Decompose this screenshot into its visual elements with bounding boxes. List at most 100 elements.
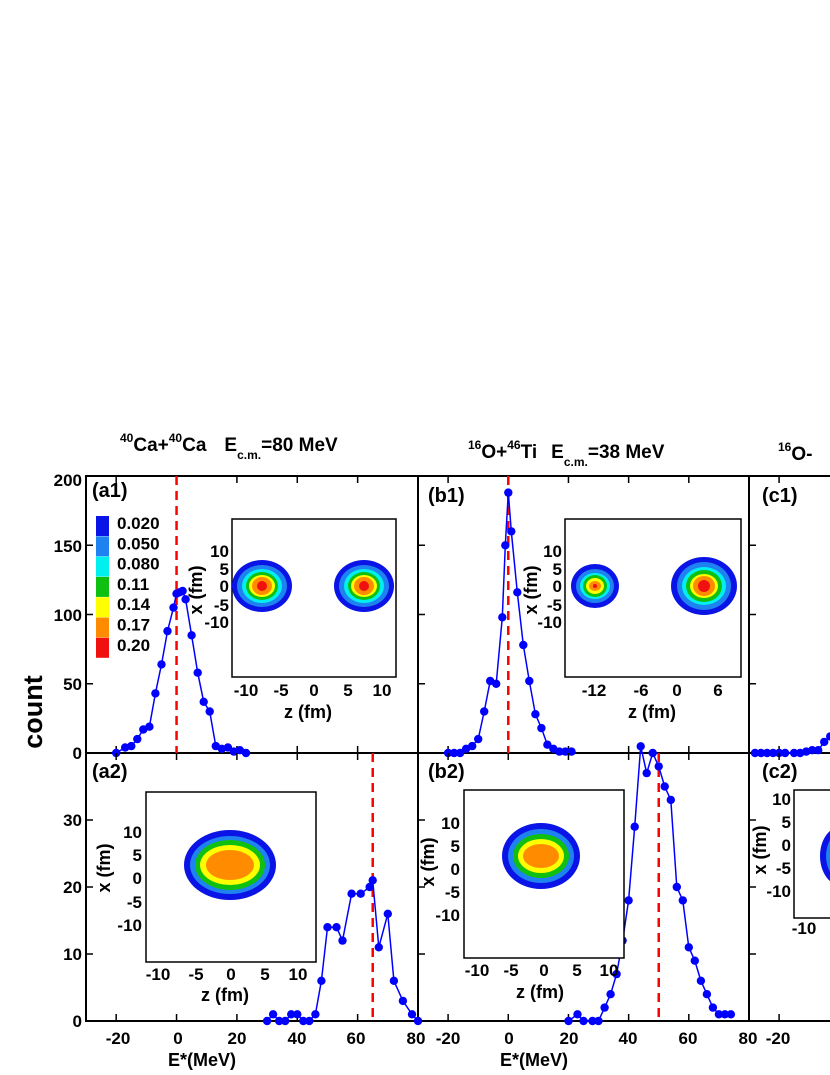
series-c2 bbox=[749, 753, 780, 1021]
data-point bbox=[780, 748, 790, 758]
data-point bbox=[193, 668, 202, 677]
data-point bbox=[241, 748, 251, 758]
colorbar-label: 0.20 bbox=[117, 636, 150, 655]
panel-label-c1: (c1) bbox=[762, 485, 798, 507]
data-point bbox=[163, 626, 172, 636]
data-point bbox=[696, 976, 706, 985]
data-point bbox=[169, 603, 178, 612]
data-point bbox=[630, 822, 639, 831]
colorbar-label: 0.080 bbox=[117, 555, 160, 574]
data-point bbox=[311, 1010, 320, 1019]
xtick-b-40: 40 bbox=[619, 1029, 638, 1048]
inset-a2: -10 -5 0 5 10 z (fm) 10 5 0 -5 -10 x (fm… bbox=[94, 791, 317, 1005]
data-point bbox=[714, 1010, 724, 1019]
data-point bbox=[720, 1010, 730, 1019]
inset-c2-ytick: 5 bbox=[782, 813, 791, 832]
data-point bbox=[356, 889, 365, 898]
data-point bbox=[678, 896, 687, 905]
x-axis-label-a: E*(MeV) bbox=[168, 1050, 236, 1070]
data-point bbox=[702, 990, 712, 999]
data-point bbox=[624, 896, 633, 905]
data-point bbox=[789, 748, 799, 758]
inset-a2-xtick: 10 bbox=[289, 965, 308, 984]
inset-c2-xtick: -10 bbox=[792, 919, 817, 938]
inset-a1-xtick: 0 bbox=[309, 681, 318, 700]
data-point bbox=[573, 1010, 582, 1019]
inset-b2-ytick: -5 bbox=[445, 883, 460, 902]
data-point bbox=[537, 723, 546, 733]
data-point bbox=[480, 707, 489, 716]
xtick-a-0: 0 bbox=[173, 1029, 182, 1048]
title-c: 16O- bbox=[778, 440, 812, 465]
inset-a2-ytick: 10 bbox=[123, 823, 142, 842]
xtick-b-0: 0 bbox=[504, 1029, 513, 1048]
series-a2 bbox=[86, 753, 423, 1026]
data-point bbox=[178, 586, 187, 596]
data-point bbox=[305, 1016, 314, 1026]
panel-label-b1: (b1) bbox=[428, 485, 465, 507]
series-a1 bbox=[86, 476, 359, 758]
panel-label-a1: (a1) bbox=[92, 480, 128, 502]
inset-a1-xtick: 5 bbox=[343, 681, 352, 700]
inset-a2-xtick: 5 bbox=[260, 965, 269, 984]
data-point bbox=[299, 1016, 308, 1026]
data-point bbox=[455, 748, 465, 758]
ytick-bottom-30: 30 bbox=[63, 811, 82, 830]
data-point bbox=[507, 527, 516, 536]
x-ticks-a: -20 0 20 40 60 80 bbox=[106, 1029, 426, 1048]
data-point bbox=[145, 722, 154, 731]
ytick-top-50: 50 bbox=[63, 675, 82, 694]
data-point bbox=[365, 882, 374, 892]
data-point bbox=[449, 748, 459, 758]
inset-b2: -10 -5 0 5 10 z (fm) 10 5 0 -5 -10 x (fm… bbox=[418, 789, 625, 1002]
data-point bbox=[332, 923, 341, 932]
series-c1 bbox=[749, 476, 830, 758]
data-point bbox=[492, 679, 501, 688]
data-point bbox=[808, 746, 817, 755]
x-axis-label-b: E*(MeV) bbox=[500, 1050, 568, 1070]
inset-a2-ytick: 5 bbox=[133, 846, 142, 865]
inset-b2-ytick: 5 bbox=[451, 837, 460, 856]
inset-b1-ytick: -5 bbox=[547, 596, 562, 615]
colorbar-swatch bbox=[96, 617, 109, 638]
data-point bbox=[368, 876, 377, 885]
data-point bbox=[275, 1016, 284, 1026]
data-point bbox=[347, 889, 356, 898]
inset-a2-ylabel: x (fm) bbox=[94, 843, 114, 892]
data-point bbox=[642, 768, 651, 778]
xtick-a-m20: -20 bbox=[106, 1029, 131, 1048]
data-point bbox=[531, 710, 540, 719]
data-point bbox=[588, 1016, 597, 1026]
ytick-bottom-20: 20 bbox=[63, 878, 82, 897]
inset-a1-xtick: -5 bbox=[273, 681, 288, 700]
data-point bbox=[666, 795, 675, 805]
inset-b1-xlabel: z (fm) bbox=[628, 702, 676, 722]
inset-c2-ytick: -5 bbox=[776, 859, 791, 878]
inset-b1-xtick: -6 bbox=[633, 681, 648, 700]
inset-a2-xlabel: z (fm) bbox=[201, 985, 249, 1005]
inset-b2-xtick: 10 bbox=[600, 961, 619, 980]
data-point bbox=[281, 1016, 290, 1026]
y-ticks-bottom: 0 10 20 30 bbox=[63, 811, 82, 1031]
inset-b2-ytick: -10 bbox=[435, 906, 460, 925]
data-point bbox=[187, 631, 196, 640]
xtick-a-40: 40 bbox=[288, 1029, 307, 1048]
data-point bbox=[504, 488, 513, 497]
data-point bbox=[157, 660, 166, 669]
data-point bbox=[383, 909, 392, 918]
inset-b2-ylabel: x (fm) bbox=[418, 837, 438, 886]
data-point bbox=[750, 748, 760, 758]
inset-b1-ytick: -10 bbox=[537, 613, 562, 632]
data-point bbox=[468, 741, 477, 751]
inset-a2-xtick: -10 bbox=[146, 965, 171, 984]
data-point bbox=[262, 1016, 272, 1026]
inset-a2-ytick: -5 bbox=[127, 893, 142, 912]
data-point bbox=[223, 743, 233, 752]
colorbar-label: 0.11 bbox=[117, 575, 149, 594]
data-point bbox=[612, 969, 621, 979]
colorbar-swatch bbox=[96, 516, 109, 536]
data-point bbox=[181, 595, 190, 604]
inset-a1-ylabel: x (fm) bbox=[186, 565, 206, 614]
